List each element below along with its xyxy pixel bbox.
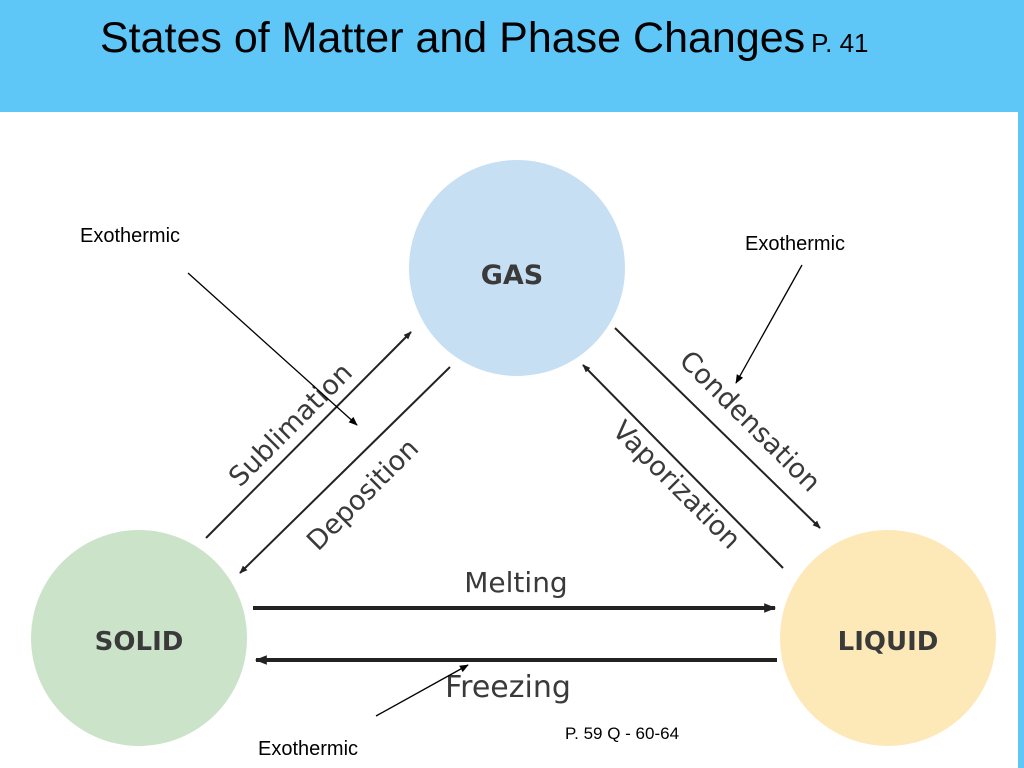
right-edge-bar: [1018, 112, 1024, 768]
melting-label: Melting: [464, 566, 567, 599]
exothermic-note-deposition: Exothermic: [80, 225, 181, 247]
condensation-label: Condensation: [673, 345, 826, 498]
condensation-arrow: [614, 327, 821, 529]
vaporization-arrow: [582, 364, 784, 569]
solid-label: SOLID: [95, 627, 184, 657]
title-text: States of Matter and Phase Changes: [100, 14, 806, 62]
exothermic-note-condensation: Exothermic: [745, 233, 846, 255]
freezing-label: Freezing: [445, 670, 571, 705]
gas-circle: [409, 160, 625, 376]
gas-label: GAS: [481, 260, 544, 291]
exothermic-condensation-pointer: [735, 264, 803, 384]
liquid-circle: [780, 530, 996, 746]
exothermic-deposition-pointer: [187, 272, 358, 426]
liquid-label: LIQUID: [838, 627, 939, 657]
deposition-arrow: [239, 366, 451, 574]
sublimation-label: Sublimation: [223, 357, 359, 493]
title-page-ref: P. 41: [811, 28, 869, 58]
exothermic-note-freezing: Exothermic: [258, 738, 359, 760]
sublimation-arrow: [205, 331, 412, 539]
exothermic-freezing-pointer: [375, 664, 469, 717]
solid-circle: [31, 530, 247, 746]
page-reference: P. 59 Q - 60-64: [565, 724, 680, 743]
